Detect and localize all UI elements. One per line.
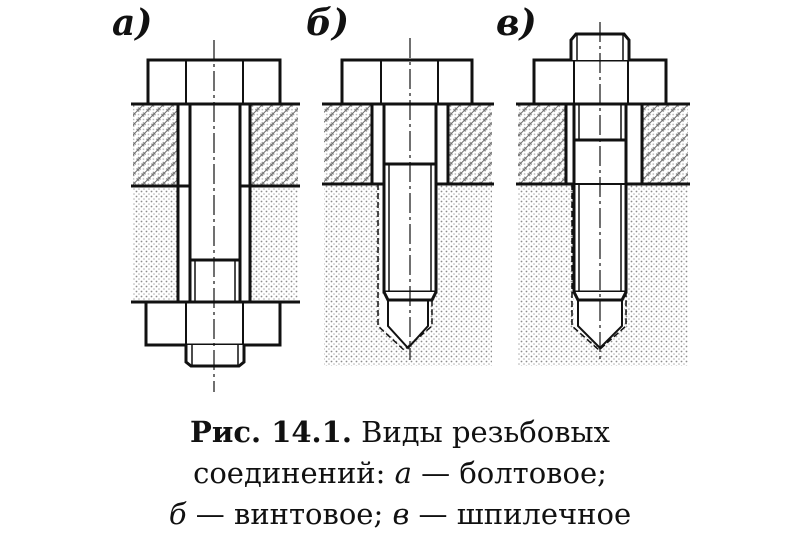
panel-label-a: а) [112, 2, 153, 44]
panel-label-c: в) [496, 2, 537, 44]
caption-stud: — шпилечное [409, 497, 632, 531]
caption-bolt: — болтовое; [411, 456, 607, 490]
bolt-joint-drawing [131, 40, 300, 392]
caption-letter-b: б [168, 497, 187, 531]
caption-line-3: б — винтовое; в — шпилечное [0, 494, 800, 535]
caption-line-1: Рис. 14.1. Виды резьбовых [0, 412, 800, 453]
panel-label-b: б) [306, 2, 350, 44]
caption-connections: соединений: [193, 456, 395, 490]
caption-letter-c: в [392, 497, 410, 531]
nut [144, 300, 282, 347]
caption-title: Виды резьбовых [361, 415, 610, 449]
bolt-shank [188, 102, 242, 304]
caption-screw: — винтовое; [186, 497, 393, 531]
screw-joint-drawing [322, 38, 494, 366]
caption-letter-a: а [394, 456, 412, 490]
caption-line-2: соединений: а — болтовое; [0, 453, 800, 494]
figure-caption: Рис. 14.1. Виды резьбовых соединений: а … [0, 412, 800, 535]
figure-number: Рис. 14.1. [190, 415, 352, 449]
stud-joint-drawing [516, 22, 690, 366]
